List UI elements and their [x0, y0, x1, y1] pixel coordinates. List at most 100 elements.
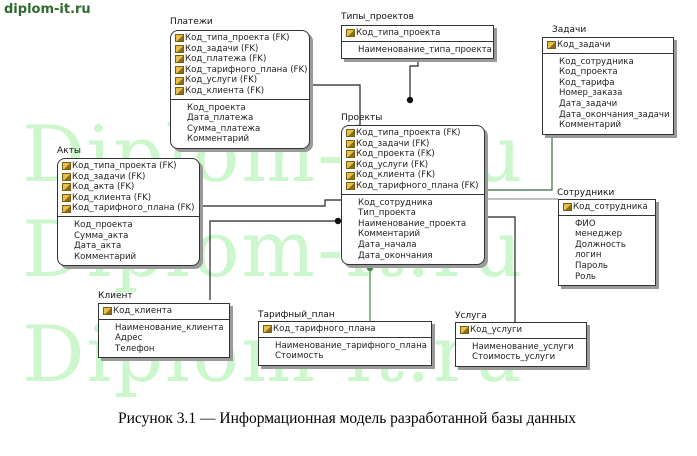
- key-field: Код_задачи: [547, 40, 670, 51]
- entity-client-title: Клиент: [98, 291, 133, 301]
- rel-acts-projects: [198, 199, 341, 207]
- key-field: Код_клиента (FK): [175, 86, 306, 97]
- attribute-field: Наименование_услуги: [472, 341, 574, 352]
- attribute-field: Дата_акта: [74, 241, 122, 252]
- attribute-field: Дата_задачи: [559, 98, 618, 109]
- attribute-field: Должность: [575, 239, 626, 250]
- key-field-label: Код_типа_проекта (FK): [72, 161, 177, 171]
- primary-key-section: Код_типа_проекта (FK)Код_задачи (FK)Код_…: [342, 126, 484, 195]
- attribute-field: Сумма_акта: [74, 230, 129, 241]
- rel-client-projects: [209, 220, 338, 300]
- key-icon: [103, 307, 112, 316]
- attribute-field: Пароль: [575, 260, 608, 271]
- key-field: Код_задачи (FK): [62, 172, 196, 183]
- key-icon: [346, 29, 355, 38]
- attribute-field: Номер_заказа: [559, 88, 623, 99]
- key-field: Код_типа_проекта (FK): [175, 33, 306, 44]
- attribute-field: Адрес: [115, 333, 143, 344]
- key-field-label: Код_акта (FK): [72, 182, 135, 193]
- attribute-field: Комментарий: [74, 251, 137, 262]
- attribute-field: Наименование_проекта: [358, 218, 467, 229]
- entity-acts-title: Акты: [57, 146, 81, 156]
- key-field: Код_тарифного_плана (FK): [175, 64, 308, 76]
- key-field-label: Код_сотрудника: [573, 202, 648, 212]
- rel-tasks-projects: [483, 137, 553, 191]
- entity-acts[interactable]: Код_типа_проекта (FK)Код_задачи (FK)Код_…: [57, 158, 200, 267]
- key-field: Код_задачи (FK): [175, 44, 306, 55]
- key-icon: [346, 150, 355, 159]
- attribute-field: Комментарий: [187, 134, 250, 145]
- key-field: Код_тарифного_плана (FK): [346, 181, 481, 192]
- key-icon: [346, 182, 355, 191]
- key-icon: [346, 171, 355, 180]
- key-field-label: Код_задачи (FK): [72, 171, 146, 182]
- attribute-field: ФИО: [575, 218, 596, 229]
- key-field-label: Код_тарифного_плана (FK): [185, 64, 308, 75]
- key-icon: [563, 203, 572, 212]
- key-icon: [346, 161, 355, 170]
- primary-key-section: Код_клиента: [99, 304, 229, 320]
- primary-key-section: Код_типа_проекта (FK)Код_задачи (FK)Код_…: [58, 159, 199, 217]
- key-field-label: Код_платежа (FK): [185, 54, 267, 65]
- key-field-label: Код_тарифного_плана (FK): [72, 203, 195, 214]
- key-field: Код_услуги (FK): [175, 75, 306, 86]
- entity-payments-title: Платежи: [170, 17, 213, 27]
- key-field: Код_услуги (FK): [346, 160, 481, 171]
- key-field: Код_акта (FK): [62, 182, 196, 193]
- entity-projects[interactable]: Код_типа_проекта (FK)Код_задачи (FK)Код_…: [341, 125, 485, 266]
- attribute-field: Код_проекта: [187, 102, 246, 113]
- attribute-field: Дата_окончания: [358, 250, 433, 261]
- key-field-label: Код_задачи: [557, 40, 611, 50]
- attribute-field: Дата_начала: [358, 239, 417, 250]
- key-field-label: Код_типа_проекта (FK): [185, 33, 290, 43]
- attribute-field: Наименование_тарифного_плана: [275, 340, 427, 351]
- attribute-field: Дата_окончания_задачи: [559, 109, 670, 120]
- key-field: Код_задачи (FK): [346, 139, 481, 150]
- key-icon: [62, 194, 71, 203]
- attribute-field: менеджер: [575, 229, 623, 240]
- attribute-field: логин: [575, 250, 602, 261]
- key-icon: [175, 76, 184, 85]
- key-icon: [62, 183, 71, 192]
- key-field: Код_проекта (FK): [346, 149, 481, 160]
- key-field-label: Код_проекта (FK): [356, 149, 435, 160]
- key-field: Код_платежа (FK): [175, 54, 306, 65]
- primary-key-section: Код_сотрудника: [559, 200, 655, 216]
- attribute-field: Тип_проекта: [358, 208, 416, 219]
- key-icon: [175, 87, 184, 96]
- attribute-field: Код_проекта: [74, 219, 133, 230]
- key-field: Код_сотрудника: [563, 202, 652, 213]
- primary-key-section: Код_услуги: [456, 323, 586, 339]
- key-icon: [62, 204, 71, 213]
- key-icon: [62, 162, 71, 171]
- key-icon: [263, 325, 272, 334]
- rel-service-projects: [483, 216, 516, 322]
- entity-service-title: Услуга: [455, 311, 487, 321]
- key-icon: [547, 41, 556, 50]
- key-field-label: Код_типа_проекта (FK): [356, 128, 461, 138]
- attribute-field: Комментарий: [559, 120, 622, 131]
- entity-employees-title: Сотрудники: [557, 188, 615, 198]
- key-field-label: Код_клиента: [113, 306, 173, 316]
- key-field-label: Код_задачи (FK): [356, 138, 430, 149]
- entity-payments[interactable]: Код_типа_проекта (FK)Код_задачи (FK)Код_…: [170, 30, 310, 149]
- attribute-field: Дата_платежа: [187, 113, 254, 124]
- key-field: Код_типа_проекта: [346, 28, 490, 39]
- attribute-field: Код_сотрудника: [358, 197, 433, 208]
- entity-project-types-title: Типы_проектов: [341, 12, 414, 22]
- key-icon: [175, 55, 184, 64]
- attribute-field: Стоимость_услуги: [472, 352, 556, 363]
- attribute-field: Код_тарифа: [559, 77, 615, 88]
- key-field-label: Код_тарифного_плана: [273, 324, 376, 334]
- key-field: Код_типа_проекта (FK): [62, 161, 196, 172]
